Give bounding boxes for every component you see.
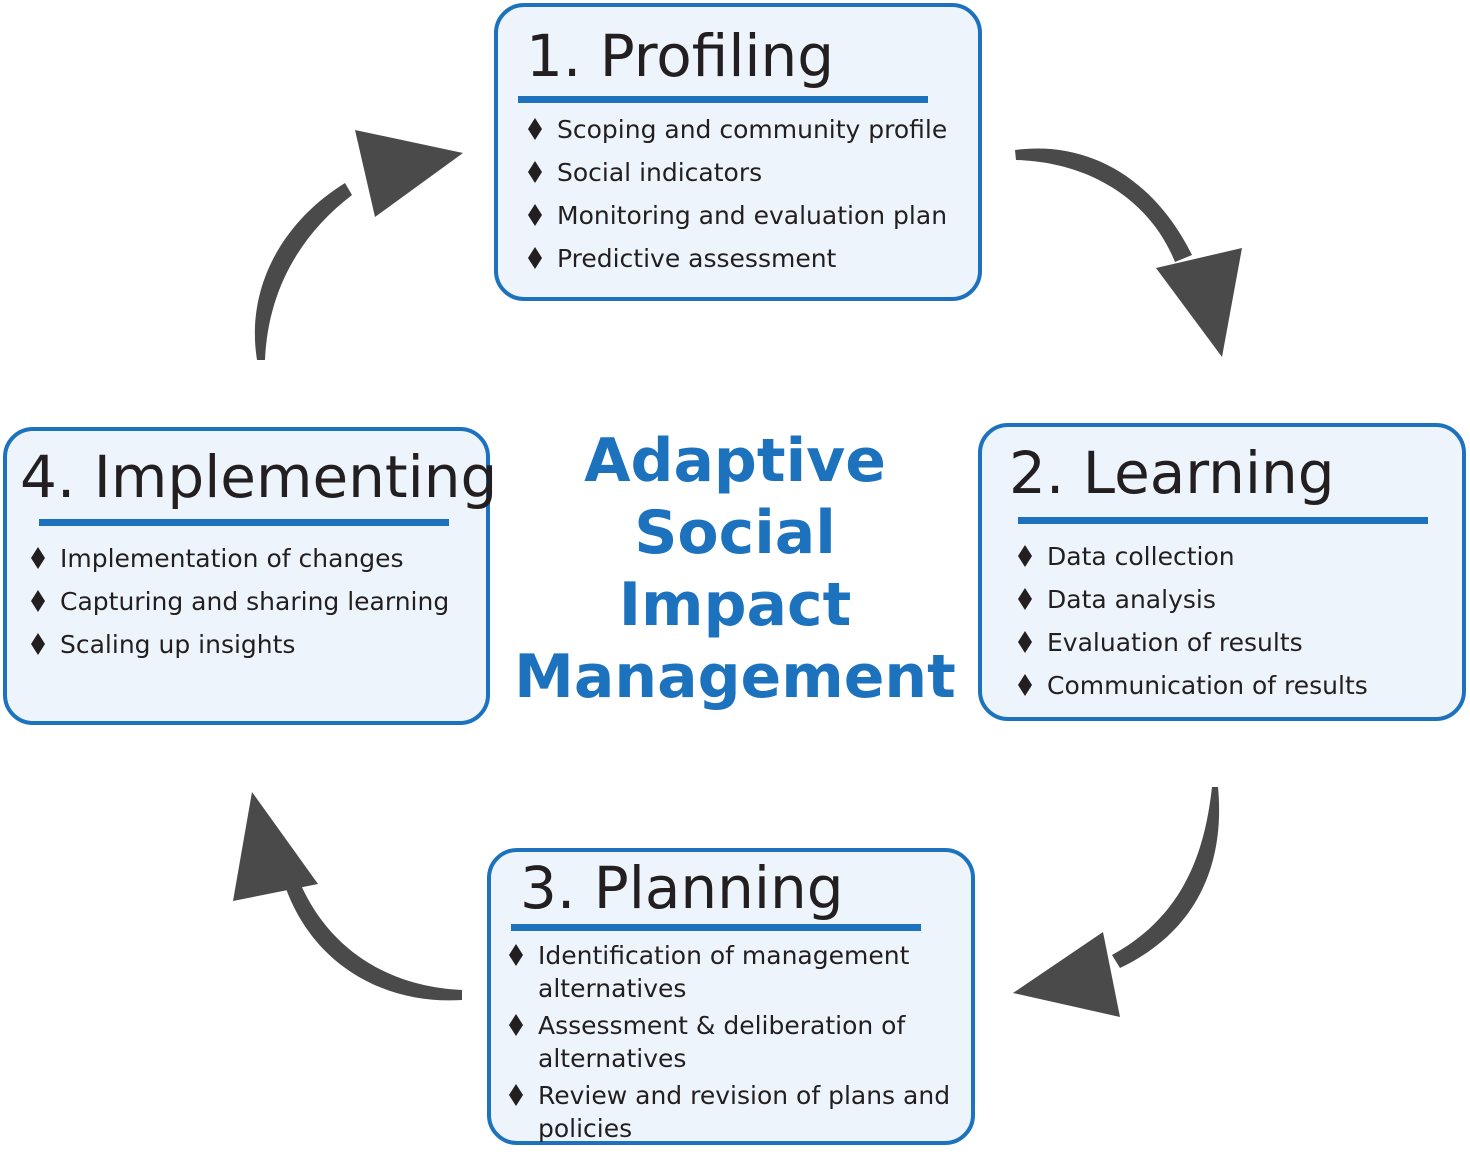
diamond-bullet-icon (1018, 631, 1032, 653)
stage-title-profiling: 1. Profiling (526, 22, 835, 90)
stage-title-underline (1018, 517, 1428, 524)
stage-items-planning: Identification of management alternative… (509, 939, 959, 1145)
stage-item: Identification of management alternative… (509, 939, 959, 1005)
stage-item: Implementation of changes (31, 542, 481, 575)
diamond-bullet-icon (509, 1084, 523, 1106)
stage-box-learning: 2. Learning Data collection Data analysi… (978, 423, 1466, 721)
stage-item: Assessment & deliberation of alternative… (509, 1009, 959, 1075)
stage-item: Predictive assessment (528, 242, 968, 275)
diamond-bullet-icon (31, 633, 45, 655)
stage-item: Data collection (1018, 540, 1448, 573)
diamond-bullet-icon (509, 1014, 523, 1036)
stage-item: Scaling up insights (31, 628, 481, 661)
stage-item: Scoping and community profile (528, 113, 968, 146)
arrow-planning-to-implementing (233, 792, 462, 1001)
stage-item: Data analysis (1018, 583, 1448, 616)
stage-box-profiling: 1. Profiling Scoping and community profi… (494, 3, 982, 301)
center-title-line: Impact (618, 570, 852, 640)
stage-items-profiling: Scoping and community profile Social ind… (528, 113, 968, 275)
stage-item: Review and revision of plans and policie… (509, 1079, 959, 1145)
stage-box-implementing: 4. Implementing Implementation of change… (3, 427, 497, 725)
arrow-profiling-to-learning (1015, 148, 1242, 357)
diamond-bullet-icon (31, 547, 45, 569)
stage-title-underline (511, 924, 921, 931)
arrow-learning-to-planning (1013, 787, 1220, 1017)
center-title-line: Management (514, 642, 956, 712)
diamond-bullet-icon (1018, 674, 1032, 696)
center-title: Adaptive Social Impact Management (500, 425, 970, 713)
stage-title-underline (518, 96, 928, 103)
diamond-bullet-icon (528, 247, 542, 269)
stage-item: Social indicators (528, 156, 968, 189)
stage-item: Monitoring and evaluation plan (528, 199, 968, 232)
center-title-line: Adaptive (584, 426, 886, 496)
center-title-line: Social (634, 498, 836, 568)
diamond-bullet-icon (31, 590, 45, 612)
diamond-bullet-icon (528, 161, 542, 183)
stage-item: Communication of results (1018, 669, 1448, 702)
diamond-bullet-icon (509, 944, 523, 966)
stage-items-implementing: Implementation of changes Capturing and … (31, 542, 481, 661)
stage-items-learning: Data collection Data analysis Evaluation… (1018, 540, 1448, 702)
stage-item: Capturing and sharing learning (31, 585, 481, 618)
diamond-bullet-icon (528, 204, 542, 226)
stage-box-planning: 3. Planning Identification of management… (487, 848, 975, 1145)
stage-title-learning: 2. Learning (1009, 439, 1335, 507)
diamond-bullet-icon (528, 118, 542, 140)
arrow-implementing-to-profiling (254, 130, 463, 360)
stage-title-implementing: 4. Implementing (20, 443, 498, 511)
stage-item: Evaluation of results (1018, 626, 1448, 659)
stage-title-underline (39, 519, 449, 526)
stage-title-planning: 3. Planning (520, 854, 844, 922)
diamond-bullet-icon (1018, 588, 1032, 610)
diamond-bullet-icon (1018, 545, 1032, 567)
